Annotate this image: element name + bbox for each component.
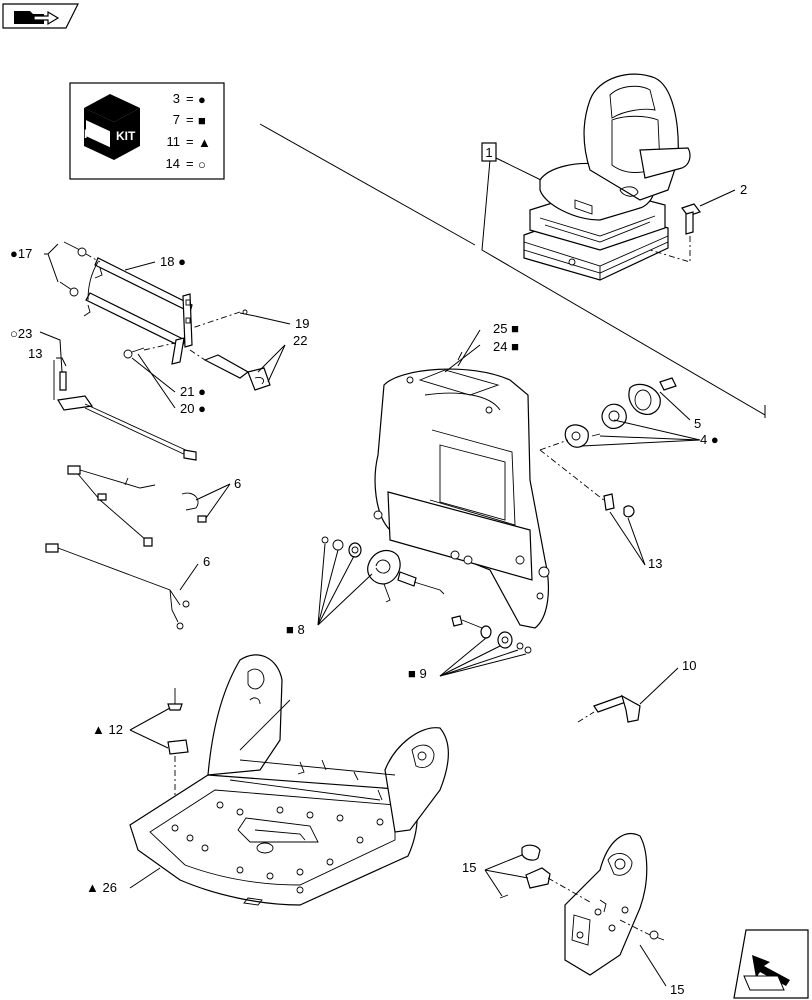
kit-text-right: KIT: [116, 129, 136, 143]
legend-number-7: 7: [173, 112, 180, 127]
part-6-harness-lower[interactable]: 6: [45, 543, 210, 630]
part-8-hinge-spring[interactable]: ■ 8: [286, 536, 445, 637]
callout-13-right[interactable]: 13: [648, 556, 662, 571]
part-20-21-fasteners[interactable]: 21 ● 20 ●: [123, 342, 206, 416]
legend-symbol-square-filled: ■: [198, 113, 206, 128]
backrest-frame[interactable]: 25 ■ 24 ■: [373, 321, 550, 629]
callout-15-right[interactable]: 15: [670, 982, 684, 997]
legend-symbol-circle-filled: ●: [198, 92, 206, 107]
part-23-13-harness[interactable]: ○23 13: [10, 326, 197, 461]
part-6-harness-upper[interactable]: 6: [67, 465, 241, 547]
callout-6-upper[interactable]: 6: [234, 476, 241, 491]
part-17-screws[interactable]: [59, 241, 101, 297]
next-page-nav-icon[interactable]: [733, 929, 809, 999]
callout-2[interactable]: 2: [740, 182, 747, 197]
legend-number-14: 14: [166, 156, 180, 171]
legend-number-3: 3: [173, 91, 180, 106]
kit-box-icon: KIT KIT: [84, 94, 140, 160]
legend-number-11: 11: [167, 134, 181, 149]
assembly-callout-1-text: 1: [485, 145, 492, 160]
legend-eq-7: =: [186, 112, 194, 127]
part-15-fasteners[interactable]: 15 15: [462, 844, 684, 997]
assembly-guide-line-right: [481, 159, 766, 416]
callout-21[interactable]: 21 ●: [180, 384, 206, 399]
callout-22[interactable]: 22: [293, 333, 307, 348]
legend-eq-11: =: [186, 134, 194, 149]
part-2-bolt[interactable]: 2: [649, 182, 747, 263]
legend-symbol-triangle-filled: ▲: [198, 135, 211, 150]
part-4-adjuster[interactable]: 4 ●: [539, 403, 719, 451]
previous-page-nav-icon[interactable]: [2, 3, 79, 29]
callout-10[interactable]: 10: [682, 658, 696, 673]
callout-26[interactable]: ▲ 26: [86, 880, 117, 895]
callout-12[interactable]: ▲ 12: [92, 722, 123, 737]
part-18-backrest-frame[interactable]: [83, 257, 193, 365]
part-19-screw[interactable]: 19: [191, 309, 309, 331]
part-12-plug[interactable]: ▲ 12: [92, 688, 189, 820]
complete-seat-assembly[interactable]: [523, 73, 691, 281]
callout-19[interactable]: 19: [295, 316, 309, 331]
kit-text-left: KIT: [84, 127, 104, 141]
side-pivot-bracket[interactable]: [564, 833, 648, 976]
callout-4[interactable]: 4 ●: [700, 432, 719, 447]
callout-9[interactable]: ■ 9: [408, 666, 427, 681]
callout-5[interactable]: 5: [694, 416, 701, 431]
seat-base-frame[interactable]: ▲ 26: [86, 654, 449, 906]
callout-8[interactable]: ■ 8: [286, 622, 305, 637]
legend-eq-3: =: [186, 91, 194, 106]
callout-20[interactable]: 20 ●: [180, 401, 206, 416]
callout-6-lower[interactable]: 6: [203, 554, 210, 569]
part-5-recline-knob[interactable]: 5: [628, 377, 701, 431]
legend-eq-14: =: [186, 156, 194, 171]
callout-17[interactable]: ●17: [10, 246, 32, 261]
part-9-hinge-bolt-set[interactable]: ■ 9: [408, 615, 532, 681]
part-10-adjustment-tool[interactable]: 10: [577, 658, 696, 723]
assembly-callout-1[interactable]: 1: [481, 142, 546, 183]
callout-24[interactable]: 24 ■: [493, 339, 519, 354]
callout-25[interactable]: 25 ■: [493, 321, 519, 336]
callout-13-left[interactable]: 13: [28, 346, 42, 361]
kit-legend-box: KIT KIT 3 = ● 7 = ■ 11 = ▲ 14 = ○: [69, 82, 225, 180]
assembly-guide-line-left: [259, 123, 476, 246]
legend-symbol-circle-open: ○: [198, 157, 206, 172]
callout-18[interactable]: 18 ●: [160, 254, 186, 269]
callout-23[interactable]: ○23: [10, 326, 32, 341]
part-22-bracket[interactable]: 22: [189, 333, 307, 391]
part-13-clips[interactable]: 13: [603, 493, 662, 571]
callout-15-left[interactable]: 15: [462, 860, 476, 875]
